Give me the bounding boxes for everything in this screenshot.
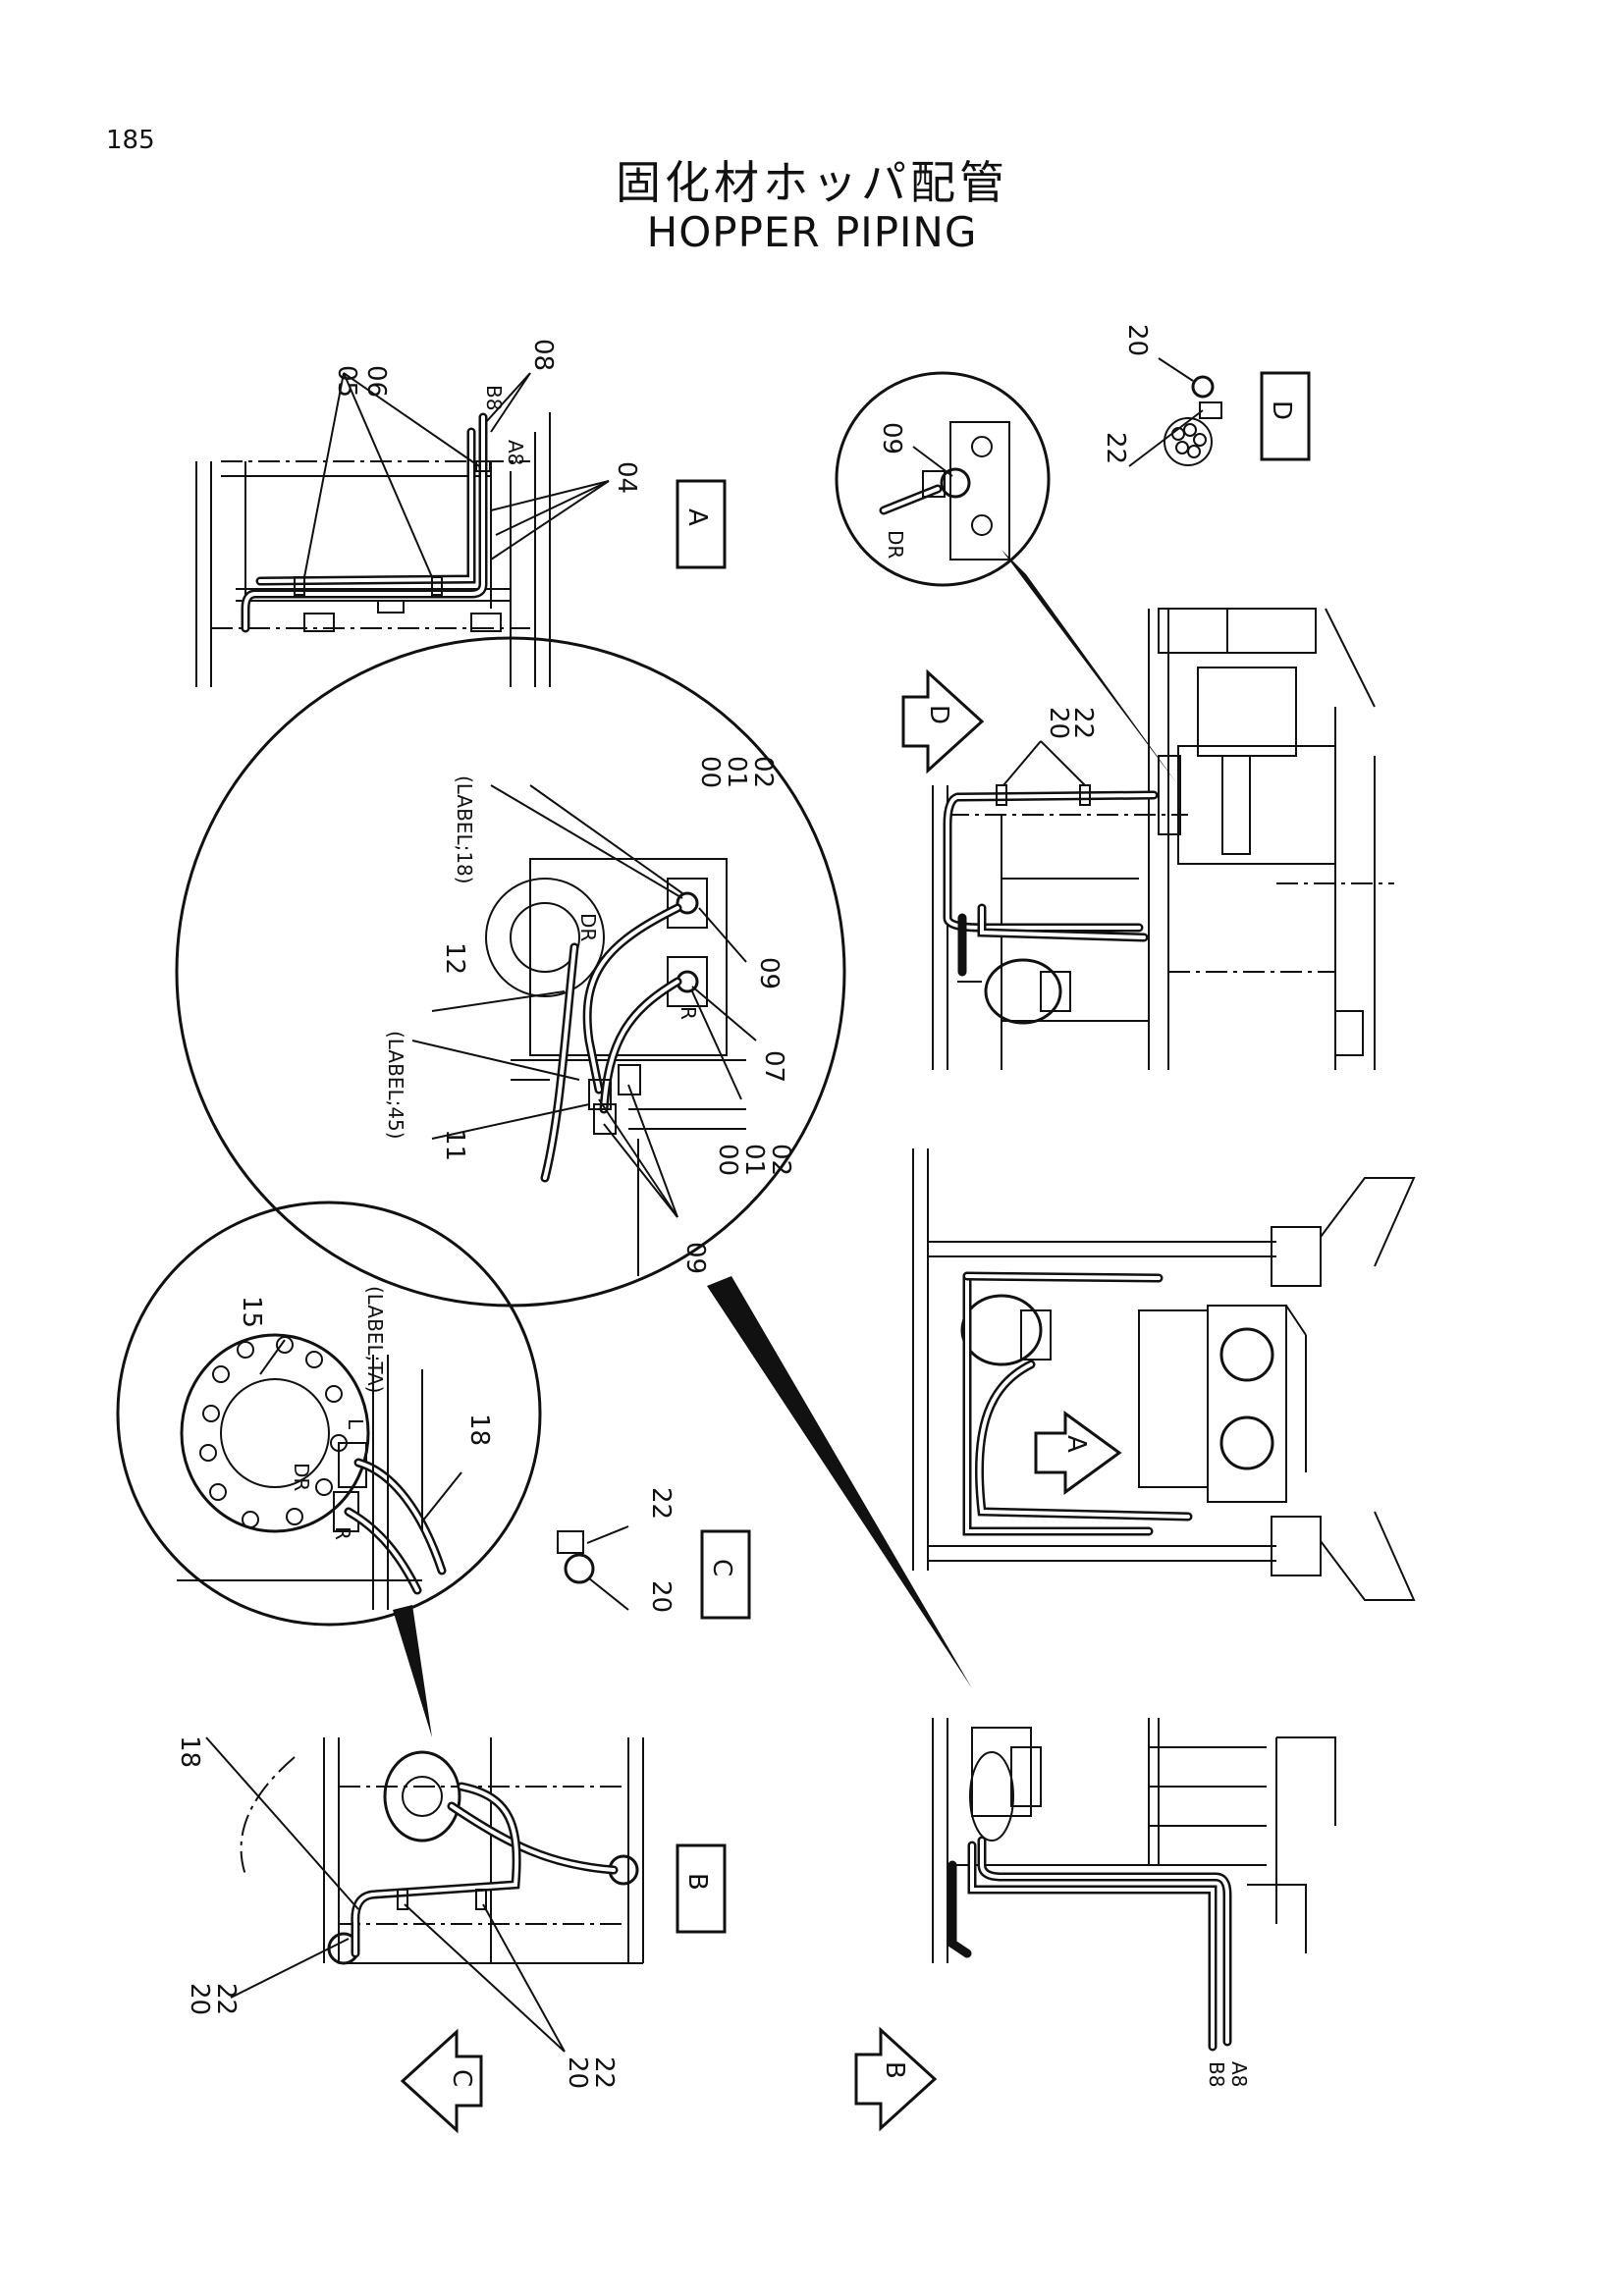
part-label-18-detail-c: 18 xyxy=(464,1414,494,1446)
main-view-bottom-right: B8 A8 B xyxy=(854,1718,1336,2132)
part-label-22-view-d: 22 xyxy=(1101,432,1130,464)
view-tag-b: B xyxy=(682,1873,712,1891)
page-title-japanese: 固化材ホッパ配管 xyxy=(616,156,1008,209)
part-label-08: 08 xyxy=(528,339,558,371)
view-arrow-d-label: D xyxy=(924,705,953,724)
view-arrow-c xyxy=(400,2028,483,2134)
part-label-22-view-c: 22 xyxy=(646,1487,676,1520)
part-label-20-view-c: 20 xyxy=(646,1580,676,1613)
port-label-dr-motor: DR xyxy=(576,913,600,941)
page-title-english: HOPPER PIPING xyxy=(646,208,978,256)
view-tag-box-c xyxy=(700,1529,751,1620)
view-d: 20 22 D xyxy=(1101,324,1311,467)
part-label-20-view-b: 20 xyxy=(185,1983,214,2015)
port-label-r-motor: R xyxy=(677,1006,700,1020)
part-label-12: 12 xyxy=(440,942,469,975)
part-label-18-view-b: 18 xyxy=(175,1735,204,1768)
part-label-04: 04 xyxy=(612,461,641,494)
port-label-a8: A8 xyxy=(504,440,527,465)
view-a: 05 06 08 B8 A8 04 A xyxy=(195,339,727,687)
view-tag-box-a xyxy=(676,479,727,569)
port-label-a8-main: A8 xyxy=(1227,2061,1251,2087)
part-label-01-bottom: 01 xyxy=(739,1144,769,1176)
detail-motor-circle: (LABEL;18) (LABEL;45) 00 01 02 09 12 07 … xyxy=(175,636,972,1688)
port-label-r-detail-c: R xyxy=(331,1526,354,1540)
view-tag-box-d xyxy=(1260,371,1311,461)
part-label-20-view-d: 20 xyxy=(1122,324,1152,356)
detail-09-circle: 09 DR xyxy=(835,371,1178,785)
view-c: 22 20 C xyxy=(557,1487,751,1620)
part-label-22-view-b: 22 xyxy=(211,1983,241,2015)
view-tag-a: A xyxy=(682,508,712,526)
part-label-20-view-b-2: 20 xyxy=(563,2056,592,2089)
part-label-02-bottom: 02 xyxy=(766,1144,795,1176)
part-label-22-main-top: 22 xyxy=(1068,707,1098,739)
label-ta-callout: (LABEL;TA) xyxy=(363,1286,387,1393)
part-label-00-bottom: 00 xyxy=(713,1144,742,1176)
page-number: 185 xyxy=(106,126,155,155)
view-tag-d: D xyxy=(1267,400,1296,420)
part-label-02-top: 02 xyxy=(748,756,778,788)
part-label-00-top: 00 xyxy=(695,756,725,788)
part-label-05: 05 xyxy=(332,365,361,398)
part-label-15: 15 xyxy=(237,1296,266,1328)
port-label-b8-main: B8 xyxy=(1205,2061,1228,2087)
detail-c-circle: 15 (LABEL;TA) 18 DR R L xyxy=(116,1201,542,1737)
part-label-22-view-b-2: 22 xyxy=(589,2056,619,2089)
view-tag-c: C xyxy=(707,1559,736,1576)
part-label-09-a: 09 xyxy=(754,957,784,989)
main-view-top-right: 20 22 D xyxy=(901,608,1394,1070)
port-label-b8: B8 xyxy=(482,385,506,410)
part-label-07: 07 xyxy=(759,1050,788,1083)
part-label-20-main-top: 20 xyxy=(1044,707,1073,739)
view-arrow-d xyxy=(901,668,985,774)
view-arrow-c-label: C xyxy=(447,2069,476,2087)
port-label-dr-detail-c: DR xyxy=(290,1463,313,1491)
part-label-11: 11 xyxy=(440,1129,469,1161)
port-label-dr-detail09: DR xyxy=(884,530,907,559)
part-label-06: 06 xyxy=(361,365,391,398)
view-arrow-a xyxy=(1034,1411,1122,1495)
port-label-l-detail-c: L xyxy=(344,1418,367,1430)
part-label-09-detail: 09 xyxy=(877,422,906,454)
label-18-callout: (LABEL;18) xyxy=(453,775,476,884)
main-view-middle-right: A xyxy=(912,1148,1416,1601)
part-label-01-top: 01 xyxy=(722,756,751,788)
view-arrow-a-label: A xyxy=(1061,1435,1091,1453)
view-arrow-b xyxy=(854,2026,938,2132)
view-b: 18 20 22 20 22 B C xyxy=(175,1735,727,2134)
view-tag-box-b xyxy=(676,1843,727,1934)
label-45-callout: (LABEL;45) xyxy=(384,1031,407,1140)
part-label-09-b: 09 xyxy=(680,1242,710,1274)
view-arrow-b-label: B xyxy=(880,2061,909,2079)
